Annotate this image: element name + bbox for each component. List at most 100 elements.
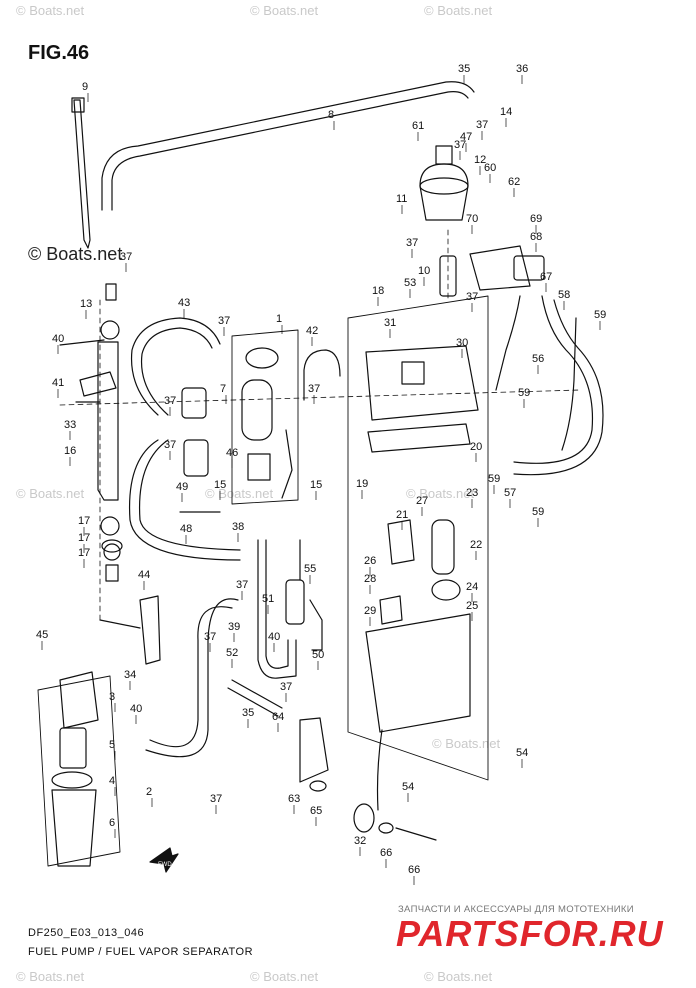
callout-17: 17: [78, 532, 90, 544]
callout-1: 1: [276, 313, 282, 325]
callout-68: 68: [530, 231, 542, 243]
o-ring-17: [100, 516, 120, 536]
callout-37: 37: [280, 681, 292, 693]
callout-29: 29: [364, 605, 376, 617]
cushion-7: [181, 387, 207, 419]
callout-16: 16: [64, 445, 76, 457]
hose-57-lower: [561, 317, 577, 451]
callout-37: 37: [236, 579, 248, 591]
callout-47: 47: [460, 131, 472, 143]
callout-27: 27: [416, 495, 428, 507]
grommet-34: [353, 803, 375, 833]
callout-37: 37: [406, 237, 418, 249]
cable-tie-9: [73, 99, 91, 249]
watermark: © Boats.net: [16, 486, 85, 501]
clamp-31: [379, 595, 403, 625]
callout-14: 14: [500, 106, 512, 118]
partsfor-tagline: ЗАПЧАСТИ И АКСЕССУАРЫ ДЛЯ МОТОТЕХНИКИ: [398, 904, 634, 915]
callout-3: 3: [109, 691, 115, 703]
callout-26: 26: [364, 555, 376, 567]
bracket-51: [309, 599, 323, 651]
gasket-22: [367, 423, 471, 453]
fuel-rail-16: [97, 341, 119, 501]
watermark: © Boats.net: [16, 3, 85, 18]
bracket-45-arm: [99, 619, 141, 629]
filter-11-neck: [435, 145, 453, 165]
hose-36-lower: [227, 687, 279, 717]
figure-title: FIG.46: [28, 42, 90, 64]
callout-37: 37: [454, 139, 466, 151]
box-1: [231, 329, 299, 505]
callout-40: 40: [268, 631, 280, 643]
callout-25: 25: [466, 600, 478, 612]
callout-13: 13: [80, 298, 92, 310]
callout-15: 15: [214, 479, 226, 491]
callout-50: 50: [312, 649, 324, 661]
callout-40: 40: [130, 703, 142, 715]
element-5: [59, 727, 87, 769]
hose-60-outer: [513, 299, 604, 476]
callout-5: 5: [109, 739, 115, 751]
hose-44-inner: [140, 327, 213, 416]
callout-31: 31: [384, 317, 396, 329]
callout-24: 24: [466, 581, 478, 593]
callout-33: 33: [64, 419, 76, 431]
callout-59: 59: [518, 387, 530, 399]
callout-17: 17: [78, 515, 90, 527]
callout-17: 17: [78, 547, 90, 559]
callout-59: 59: [488, 473, 500, 485]
bracket-45: [139, 595, 161, 665]
callout-37: 37: [120, 251, 132, 263]
hose-43: [303, 349, 341, 401]
callout-23: 23: [466, 487, 478, 499]
filter-bracket-3: [59, 671, 99, 729]
copyright-label: © Boats.net: [28, 244, 123, 264]
callout-45: 45: [36, 629, 48, 641]
cushion-23: [387, 519, 415, 565]
callout-37: 37: [466, 291, 478, 303]
o-ring-17: [103, 543, 121, 561]
bolt-42: [59, 339, 105, 346]
o-ring-17: [100, 320, 120, 340]
callout-48: 48: [180, 523, 192, 535]
pump-wire: [281, 429, 293, 499]
pipe-10: [439, 255, 457, 297]
hose-8-outer: [101, 81, 475, 211]
callout-58: 58: [558, 289, 570, 301]
callout-53: 53: [404, 277, 416, 289]
bracket-69: [469, 245, 531, 291]
callout-4: 4: [109, 775, 115, 787]
filter-cup-6: [51, 789, 97, 867]
callout-22: 22: [470, 539, 482, 551]
callout-20: 20: [470, 441, 482, 453]
reference-line: [59, 389, 581, 406]
washer-19: [101, 539, 123, 553]
callout-44: 44: [138, 569, 150, 581]
callout-64: 64: [272, 711, 284, 723]
callout-54: 54: [402, 781, 414, 793]
fwd-arrow: [149, 847, 179, 873]
fwd-label: FWD: [158, 862, 172, 868]
callout-66: 66: [380, 847, 392, 859]
callout-34: 34: [124, 669, 136, 681]
watermark: © Boats.net: [432, 736, 501, 751]
callout-7: 7: [220, 383, 226, 395]
watermark: © Boats.net: [205, 486, 274, 501]
valve-68: [513, 255, 545, 281]
callout-35: 35: [242, 707, 254, 719]
hose-55: [376, 729, 383, 811]
callout-15: 15: [310, 479, 322, 491]
callout-52: 52: [226, 647, 238, 659]
callout-19: 19: [356, 478, 368, 490]
callout-11: 11: [396, 193, 407, 205]
watermark: © Boats.net: [424, 969, 493, 984]
callout-43: 43: [178, 297, 190, 309]
callout-37: 37: [164, 395, 176, 407]
callout-46: 46: [226, 447, 238, 459]
callout-12: 12: [474, 154, 486, 166]
pump-filter: [247, 453, 271, 481]
pump-head: [245, 347, 279, 369]
callout-32: 32: [354, 835, 366, 847]
callout-35: 35: [458, 63, 470, 75]
